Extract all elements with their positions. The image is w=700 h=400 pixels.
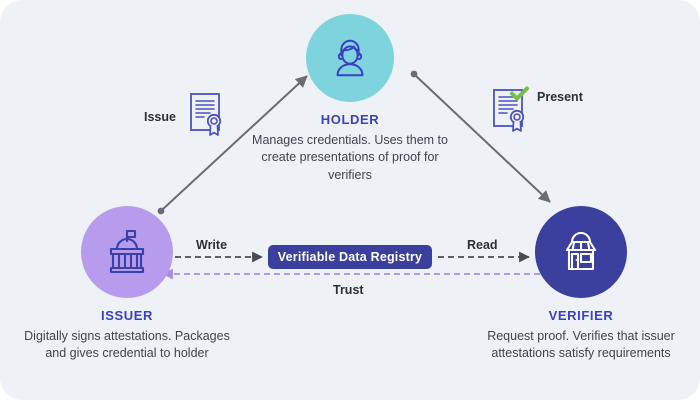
certificate-check-icon: [493, 86, 529, 132]
edge-label-read: Read: [467, 238, 498, 252]
edge-issue-origin-dot: [157, 207, 165, 215]
green-check-icon: [510, 86, 529, 101]
registry-label: Verifiable Data Registry: [277, 250, 423, 264]
certificate-badge-issue: [189, 92, 225, 143]
certificate-badge-present: [492, 86, 532, 139]
node-holder[interactable]: HOLDER Manages credentials. Uses them to…: [245, 14, 455, 184]
government-building-icon: [109, 229, 145, 274]
edge-label-issue: Issue: [144, 110, 176, 124]
edge-label-present: Present: [537, 90, 583, 104]
node-verifier-description: Request proof. Verifies that issuer atte…: [487, 329, 675, 361]
node-issuer-title: ISSUER: [100, 308, 153, 323]
edge-label-trust: Trust: [333, 283, 364, 297]
issuer-circle: [81, 206, 173, 298]
node-verifier[interactable]: VERIFIER Request proof. Verifies that is…: [476, 206, 686, 363]
verifiable-data-registry-pill[interactable]: Verifiable Data Registry: [268, 245, 432, 269]
edge-issue-line: [162, 75, 308, 210]
certificate-icon: [190, 93, 222, 136]
node-issuer-description: Digitally signs attestations. Packages a…: [24, 329, 230, 361]
storefront-icon: [565, 231, 597, 271]
person-icon: [336, 39, 364, 77]
edge-label-write: Write: [196, 238, 228, 252]
node-issuer[interactable]: ISSUER Digitally signs attestations. Pac…: [22, 206, 232, 363]
edge-present-line: [415, 75, 551, 203]
node-holder-description: Manages credentials. Uses them to create…: [252, 133, 448, 182]
node-holder-title: HOLDER: [320, 112, 380, 127]
holder-circle: [306, 14, 394, 102]
verifier-circle: [535, 206, 627, 298]
edge-present-origin-dot: [410, 70, 418, 78]
node-verifier-title: VERIFIER: [548, 308, 614, 323]
